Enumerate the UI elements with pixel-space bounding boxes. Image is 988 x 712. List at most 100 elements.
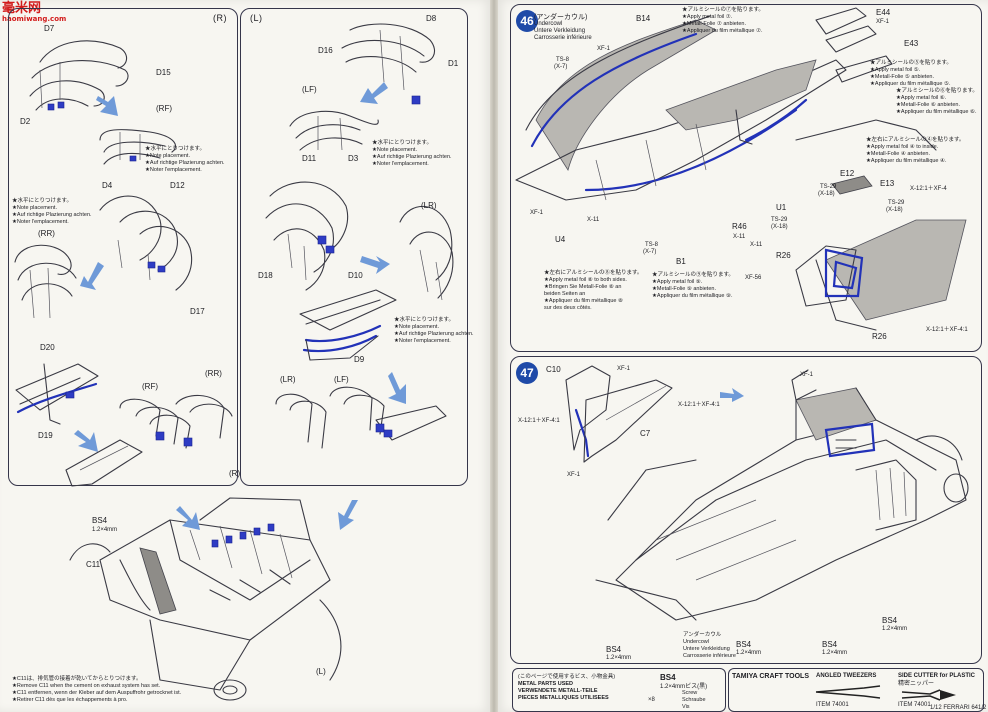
- left-page: [0, 0, 492, 712]
- exhaust-group-d16: [341, 23, 435, 105]
- footer-bs4-desc: 1.2×4mmビス(黒): [660, 684, 708, 690]
- s46-note-foil6: ★アルミシールの⑨を貼ります。 ★Apply metal foil ⑨. ★Me…: [652, 272, 734, 299]
- s46-r26: R26: [776, 251, 791, 260]
- s47-xf1b: XF-1: [567, 472, 581, 478]
- exhaust-group-rf2: [65, 439, 143, 487]
- part-lr: (LR): [421, 201, 437, 210]
- watermark-url: haomiwang.com: [2, 15, 67, 23]
- exhaust-group-d15: [29, 40, 129, 111]
- s47-c7: C7: [640, 429, 651, 438]
- s47-c10: C10: [546, 365, 561, 374]
- part-lf-2: (LF): [334, 375, 349, 384]
- part-c11: C11: [86, 560, 101, 569]
- s46-x11b: X-11: [733, 234, 746, 240]
- part-d10: D10: [348, 271, 363, 280]
- arrow-down-left: [176, 506, 200, 530]
- note-placement-2: ★水平にとりつけます。 ★Note placement. ★Auf richti…: [12, 198, 92, 225]
- note-placement-1: ★水平にとりつけます。 ★Note placement. ★Auf richti…: [145, 146, 225, 173]
- exhaust-group-rf: [99, 129, 176, 165]
- s46-xf56: XF-56: [745, 275, 762, 281]
- part-d15: D15: [156, 68, 171, 77]
- s47-bs4d-size: 1.2×4mm: [882, 626, 908, 632]
- undercowl-drawing: [515, 7, 967, 331]
- exhaust-group-d19: [15, 363, 99, 425]
- part-d18: D18: [258, 271, 273, 280]
- s46-b14: B14: [636, 14, 651, 23]
- s46-e43: E43: [904, 39, 919, 48]
- part-rr-2: (RR): [205, 369, 222, 378]
- footer-bs4: BS4: [660, 673, 676, 682]
- part-bs4-left: BS4: [92, 516, 108, 525]
- s46-ts8d: (X-7): [643, 249, 657, 255]
- metal-parts-header: (このページで使用するビス、小物金具) METAL PARTS USED VER…: [518, 674, 616, 701]
- s46-note-foil4: ★左右にアルミシールの④を貼ります。 ★Apply metal foil ④ t…: [866, 137, 965, 164]
- item-2: ITEM 74001: [898, 702, 931, 708]
- s46-ts8c: TS-8: [645, 242, 659, 248]
- exhaust-panel-right: [8, 8, 238, 486]
- panel-l-title: (L): [250, 13, 263, 23]
- part-d8: D8: [426, 14, 437, 23]
- s46-note-foil2: ★アルミシールの⑤を貼ります。 ★Apply metal foil ⑤. ★Me…: [870, 60, 952, 87]
- step46-title: (アンダーカウル) Undercowl Untere Verkleidung C…: [534, 14, 592, 41]
- page-footer: 1/12 FERRARI 641/2: [930, 705, 987, 711]
- s47-bs4a-size: 1.2×4mm: [606, 655, 632, 661]
- s46-ts29b: (X-18): [771, 224, 788, 230]
- s46-e12: E12: [840, 169, 855, 178]
- s46-u1: U1: [776, 203, 787, 212]
- arrow-down-right: [338, 500, 358, 530]
- s47-x12: X-12:1＋XF-4:1: [678, 402, 720, 408]
- s46-note-foil1: ★アルミシールの⑦を貼ります。 ★Apply metal foil ⑦. ★Me…: [682, 7, 764, 34]
- step-46-number: 46: [516, 10, 538, 32]
- arrow-down: [96, 96, 118, 116]
- page-gutter: [490, 0, 498, 712]
- s46-b1: B1: [676, 257, 686, 266]
- tool-tweezers: ANGLED TWEEZERS: [816, 673, 877, 679]
- s46-ts8: TS-8: [556, 57, 570, 63]
- part-d3: D3: [348, 154, 359, 163]
- s47-bs4c: BS4: [822, 640, 838, 649]
- arrow-down-2: [74, 430, 98, 452]
- arrow-left: [80, 262, 104, 290]
- step-47-number: 47: [516, 362, 538, 384]
- part-d7: D7: [44, 24, 55, 33]
- s47-bs4c-size: 1.2×4mm: [822, 650, 848, 656]
- part-d9: D9: [354, 355, 365, 364]
- exhaust-group-lr-lf: [275, 386, 447, 449]
- arrow-right: [360, 256, 390, 274]
- s46-xf1b: XF-1: [597, 46, 611, 52]
- bottom-r-title: (R): [229, 469, 241, 478]
- s46-ts29d: (X-18): [818, 191, 835, 197]
- s47-undercowl: アンダーカウル Undercowl Untere Verkleidung Car…: [683, 632, 736, 659]
- part-d2: D2: [20, 117, 31, 126]
- exhaust-drawings: [14, 23, 454, 701]
- s46-ts29c: TS-29: [820, 184, 837, 190]
- s47-x12b: X-12:1＋XF-4:1: [518, 418, 560, 424]
- s46-e13: E13: [880, 179, 895, 188]
- s46-u4: U4: [555, 235, 566, 244]
- s47-bs4b: BS4: [736, 640, 752, 649]
- note-c11: ★C11は、排気管の接着が乾いてからとりつけます。 ★Remove C11 wh…: [12, 676, 182, 703]
- exhaust-group-rf-rr: [119, 394, 233, 449]
- part-d17: D17: [190, 307, 205, 316]
- s47-bs4b-size: 1.2×4mm: [736, 650, 762, 656]
- tweezers-icon: [815, 685, 881, 699]
- exhaust-group-d18: [265, 181, 348, 291]
- tamiya-tools: TAMIYA CRAFT TOOLS: [732, 673, 809, 680]
- part-d1: D1: [448, 59, 459, 68]
- step46-panel: [510, 4, 982, 352]
- s46-ts8b: (X-7): [554, 64, 568, 70]
- tool-cutter: SIDE CUTTER for PLASTIC: [898, 673, 976, 679]
- s46-ts29f: (X-18): [886, 207, 903, 213]
- exhaust-group-lf: [289, 110, 379, 151]
- tool-cutter-jp: 精密ニッパー: [898, 681, 935, 687]
- exhaust-group-lr: [399, 205, 454, 301]
- note-placement-4: ★水平にとりつけます。 ★Note placement. ★Auf richti…: [394, 317, 474, 344]
- s46-e44: E44: [876, 8, 891, 17]
- part-d12: D12: [170, 181, 185, 190]
- step47-panel: [510, 356, 982, 664]
- s47-bs4a: BS4: [606, 645, 622, 654]
- part-d19: D19: [38, 431, 53, 440]
- footer-bs4-qty: ×8: [648, 697, 655, 703]
- chassis-drawing: [565, 365, 969, 621]
- s46-ts29e: TS-29: [888, 200, 905, 206]
